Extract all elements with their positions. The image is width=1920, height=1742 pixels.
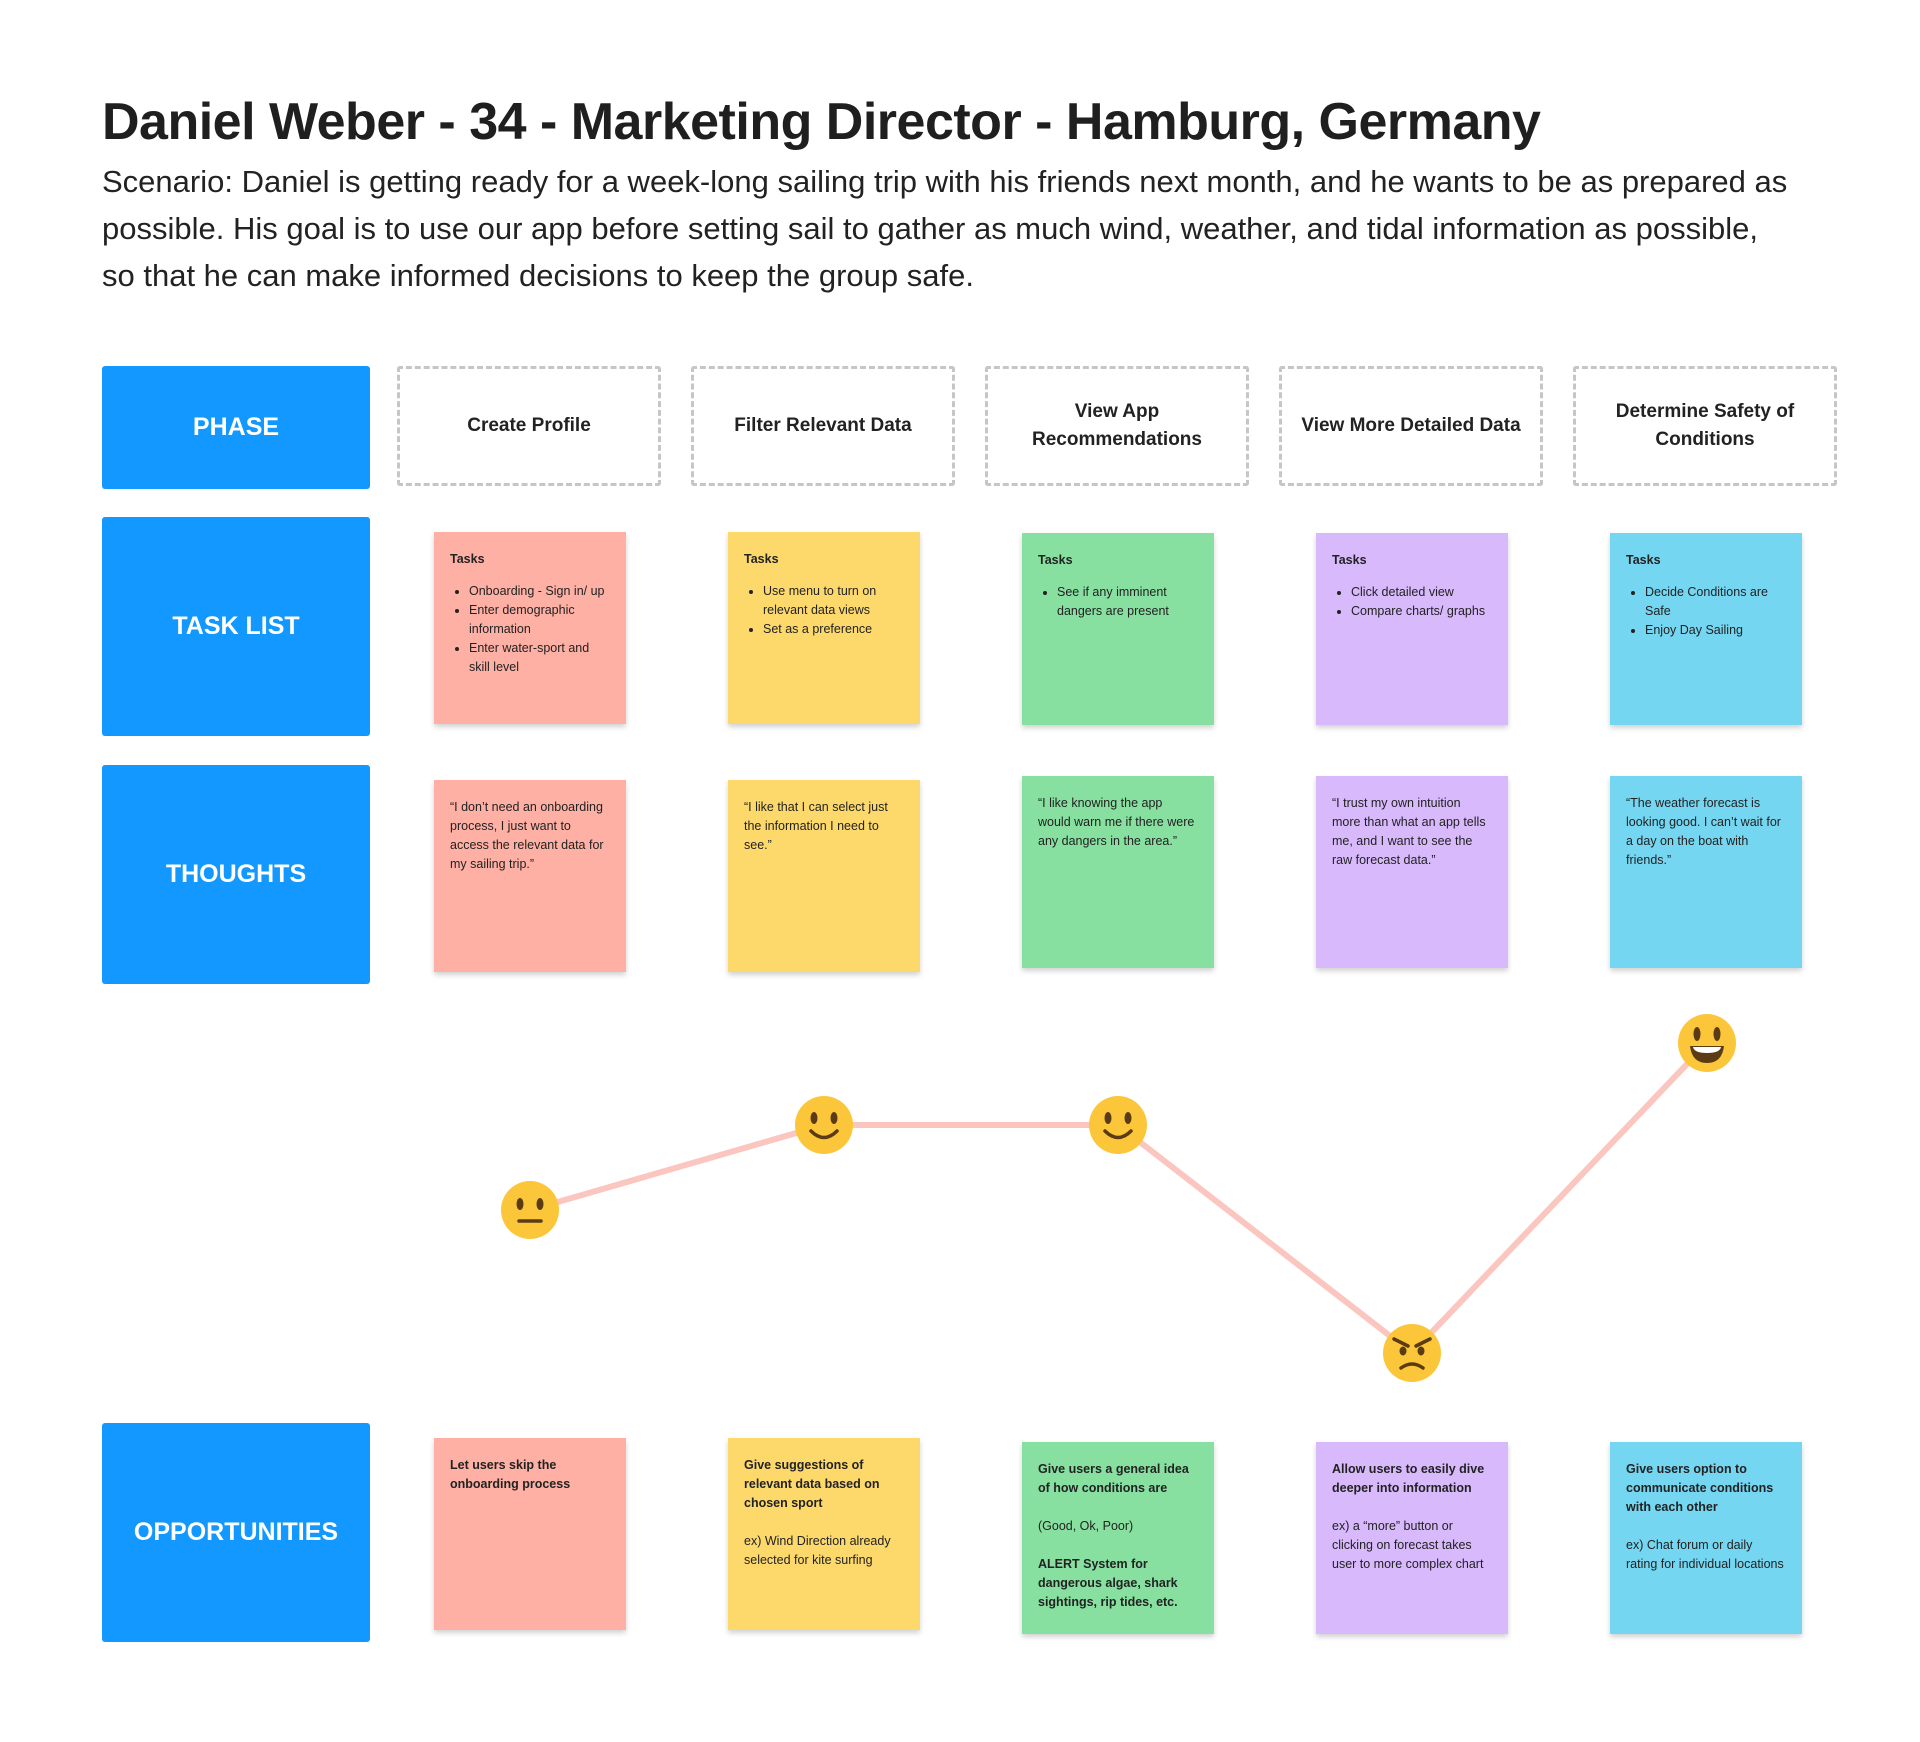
opportunity-headline: Allow users to easily dive deeper into i… <box>1332 1462 1485 1495</box>
opportunity-headline: Give users a general idea of how conditi… <box>1038 1462 1189 1495</box>
task-note-view-app-recommendations: Tasks See if any imminent dangers are pr… <box>1022 533 1214 725</box>
row-label-opportunities: OPPORTUNITIES <box>102 1423 370 1642</box>
opportunity-headline: Let users skip the onboarding process <box>450 1458 571 1491</box>
scenario-text: Scenario: Daniel is getting ready for a … <box>102 164 1788 293</box>
phase-filter-relevant-data: Filter Relevant Data <box>691 366 955 486</box>
thought-note-determine-safety: “The weather forecast is looking good. I… <box>1610 776 1802 968</box>
row-label-task-list: TASK LIST <box>102 517 370 736</box>
opportunity-headline: Give suggestions of relevant data based … <box>744 1458 880 1510</box>
opportunity-note-create-profile: Let users skip the onboarding process <box>434 1438 626 1630</box>
task-note-view-more-detailed-data: Tasks Click detailed view Compare charts… <box>1316 533 1508 725</box>
row-label-phase: PHASE <box>102 366 370 489</box>
row-label-thoughts: THOUGHTS <box>102 765 370 984</box>
opportunity-note-determine-safety: Give users option to communicate conditi… <box>1610 1442 1802 1634</box>
task-item: Enjoy Day Sailing <box>1645 621 1786 640</box>
phase-view-more-detailed-data: View More Detailed Data <box>1279 366 1543 486</box>
smiling-face-icon <box>1089 1096 1147 1154</box>
opportunity-detail: ex) Chat forum or daily rating for indiv… <box>1626 1538 1784 1571</box>
opportunity-alert: ALERT System for dangerous algae, shark … <box>1038 1557 1178 1609</box>
task-item: Click detailed view <box>1351 583 1492 602</box>
thought-note-filter-relevant-data: “I like that I can select just the infor… <box>728 780 920 972</box>
thought-note-create-profile: “I don’t need an onboarding process, I j… <box>434 780 626 972</box>
persona-title: Daniel Weber - 34 - Marketing Director -… <box>102 93 1541 151</box>
task-note-filter-relevant-data: Tasks Use menu to turn on relevant data … <box>728 532 920 724</box>
opportunity-headline: Give users option to communicate conditi… <box>1626 1462 1774 1514</box>
neutral-face-icon <box>501 1181 559 1239</box>
task-note-heading: Tasks <box>1038 553 1073 567</box>
phase-create-profile: Create Profile <box>397 366 661 486</box>
task-note-create-profile: Tasks Onboarding - Sign in/ up Enter dem… <box>434 532 626 724</box>
task-item: Onboarding - Sign in/ up <box>469 582 610 601</box>
phase-view-app-recommendations: View App Recommendations <box>985 366 1249 486</box>
opportunity-note-view-more-detailed-data: Allow users to easily dive deeper into i… <box>1316 1442 1508 1634</box>
task-item: See if any imminent dangers are present <box>1057 583 1198 621</box>
task-item: Use menu to turn on relevant data views <box>763 582 904 620</box>
task-note-heading: Tasks <box>1626 553 1661 567</box>
task-note-heading: Tasks <box>1332 553 1367 567</box>
task-note-heading: Tasks <box>450 552 485 566</box>
task-item: Set as a preference <box>763 620 904 639</box>
grinning-face-icon <box>1678 1014 1736 1072</box>
opportunity-detail: ex) a “more” button or clicking on forec… <box>1332 1519 1484 1571</box>
thought-note-view-more-detailed-data: “I trust my own intuition more than what… <box>1316 776 1508 968</box>
opportunity-detail: (Good, Ok, Poor) <box>1038 1519 1134 1533</box>
task-item: Compare charts/ graphs <box>1351 602 1492 621</box>
thought-note-view-app-recommendations: “I like knowing the app would warn me if… <box>1022 776 1214 968</box>
smiling-face-icon <box>795 1096 853 1154</box>
task-note-heading: Tasks <box>744 552 779 566</box>
opportunity-note-view-app-recommendations: Give users a general idea of how conditi… <box>1022 1442 1214 1634</box>
angry-face-icon <box>1383 1324 1441 1382</box>
task-item: Enter demographic information <box>469 601 610 639</box>
emotion-line <box>529 1040 1710 1356</box>
task-item: Enter water-sport and skill level <box>469 639 610 677</box>
task-note-determine-safety: Tasks Decide Conditions are Safe Enjoy D… <box>1610 533 1802 725</box>
task-item: Decide Conditions are Safe <box>1645 583 1786 621</box>
phase-determine-safety: Determine Safety of Conditions <box>1573 366 1837 486</box>
opportunity-note-filter-relevant-data: Give suggestions of relevant data based … <box>728 1438 920 1630</box>
opportunity-detail: ex) Wind Direction already selected for … <box>744 1534 891 1567</box>
